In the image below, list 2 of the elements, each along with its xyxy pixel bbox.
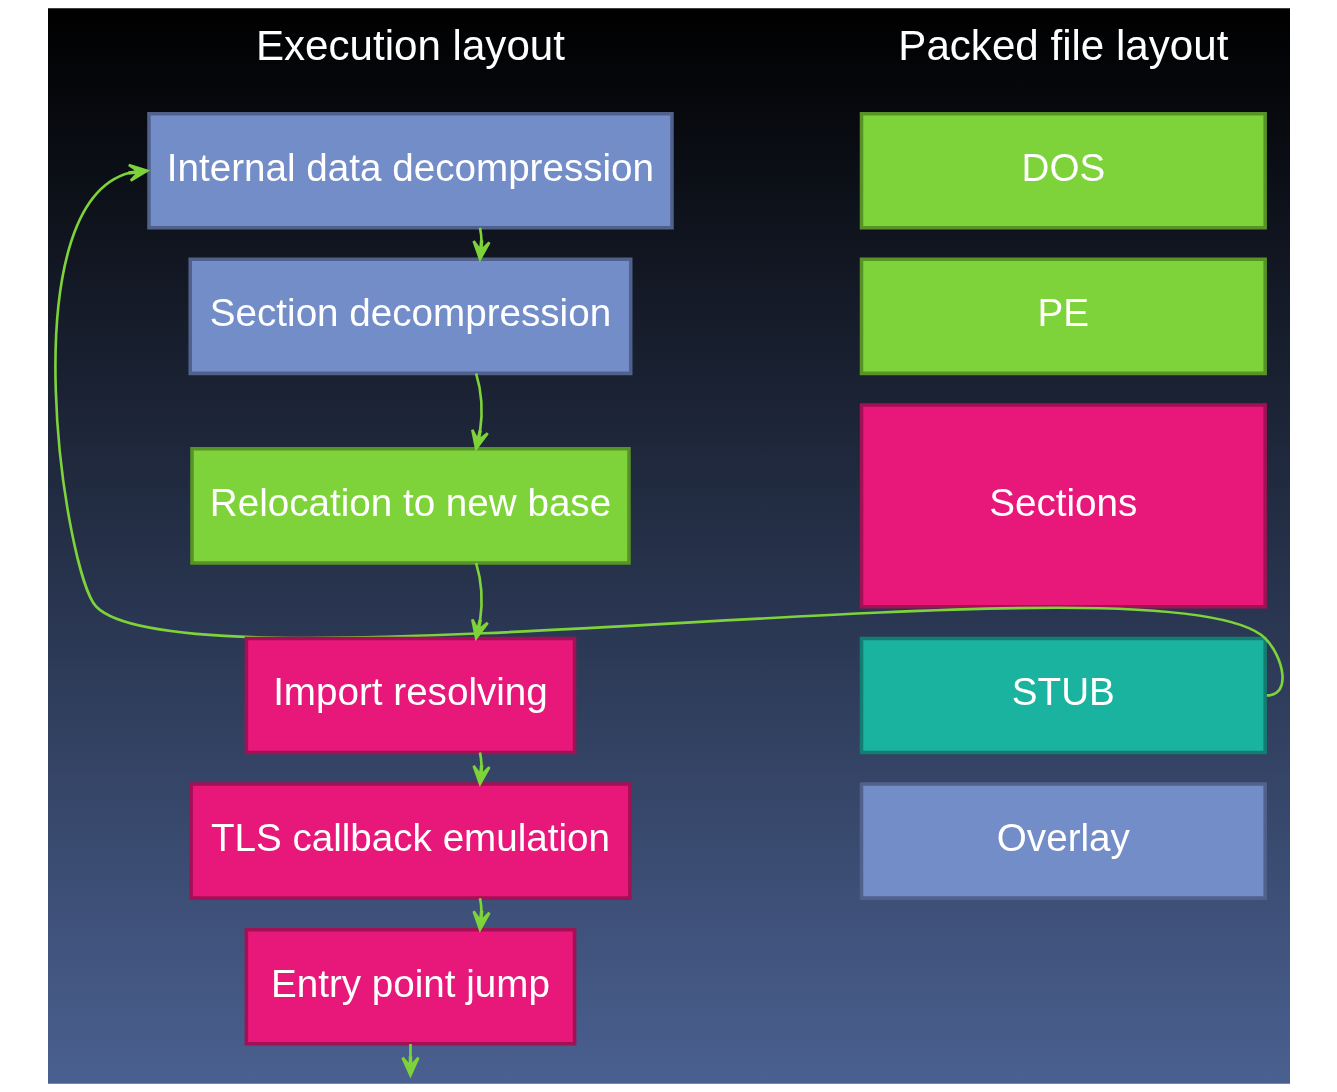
label: Execution layout bbox=[255, 21, 565, 69]
label: Packed file layout bbox=[897, 21, 1228, 69]
